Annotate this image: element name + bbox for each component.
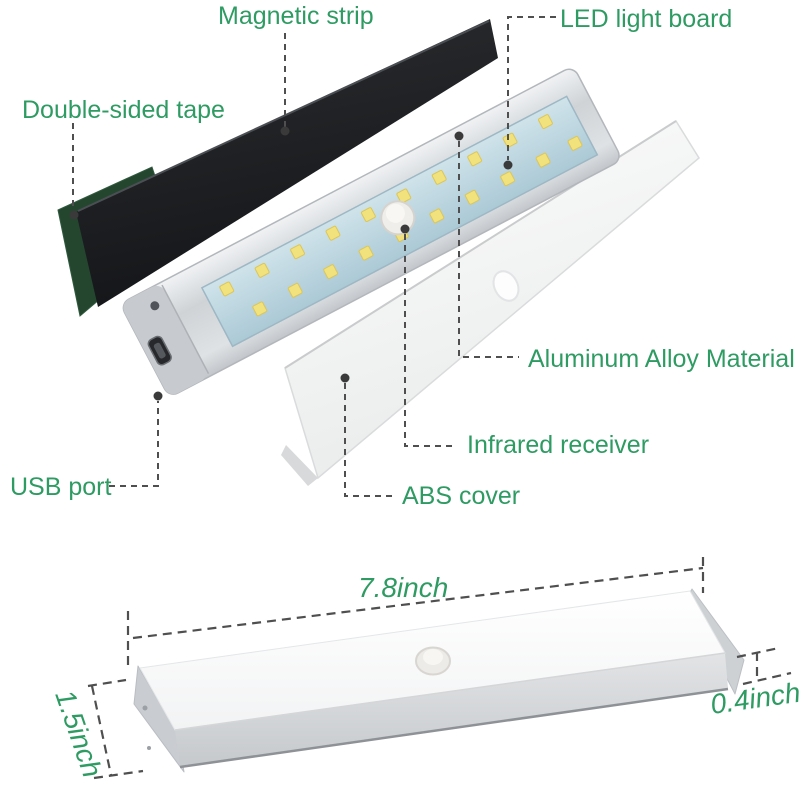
led-chip [464,189,480,205]
aluminum-alloy-anchor [454,131,464,141]
led-chip [219,281,235,297]
motion-sensor-exploded-top [385,203,405,223]
abs-cover-hole [492,270,520,302]
end-cap-hole [150,301,160,311]
assembled-front-face [175,653,728,766]
aluminum-alloy-label: Aluminum Alloy Material [528,345,795,373]
usb-port-label: USB port [10,473,111,501]
usb-port-callout [109,401,159,487]
width-dimension-line [90,685,113,776]
led-chip [467,151,483,167]
infrared-receiver-label: Infrared receiver [467,431,649,459]
width-tick-top [87,678,127,688]
led-chip [287,282,303,298]
abs-cover-label: ABS cover [402,482,520,510]
motion-sensor-assembled-top [423,649,443,665]
end-cap-shape [123,285,207,395]
assembled-cap-hole-2 [147,746,151,750]
assembled-front-top-edge [174,652,726,731]
led-chip [252,301,268,317]
usb-port-slot [153,342,166,359]
led-chip [396,188,412,204]
usb-port-anchor [153,391,163,401]
led-light-board-label: LED light board [560,5,732,33]
magnetic-strip-label: Magnetic strip [218,2,374,30]
led-chip [290,244,305,260]
led-chip [500,171,516,187]
led-chip [325,225,341,241]
led-chip [323,264,339,280]
led-chip [538,114,553,129]
thickness-tick-bottom [742,671,792,686]
double-sided-tape-anchor [69,210,79,220]
width-tick-bottom [93,769,144,780]
assembled-cap-hole-1 [142,705,148,711]
led-chip [254,262,270,278]
infrared-receiver-anchor [400,224,410,234]
led-chip [535,152,551,168]
led-light-board-anchor [503,160,513,170]
aluminum-alloy-callout [458,141,519,358]
abs-cover-anchor [340,373,350,383]
callout-lines [69,16,556,497]
double-sided-tape-label: Double-sided tape [22,96,225,124]
abs-cover-callout [344,383,392,497]
led-chip [567,135,583,151]
length-dimension-line [132,566,704,640]
assembled-view [133,588,745,773]
led-light-board-callout [507,16,556,160]
exploded-view [57,19,700,486]
magnetic-strip-edge-highlight [77,20,490,212]
assembled-bottom-seam [179,687,729,769]
led-chip [431,169,447,185]
end-cap-seam [161,284,210,374]
magnetic-strip-anchor [280,126,290,136]
led-bar-exploded [122,68,620,395]
abs-cover-lip [281,445,318,486]
length-dimension-label: 7.8inch [358,572,448,603]
infrared-receiver-callout [404,234,457,447]
dimension-lines [87,557,792,780]
magnetic-strip-shape [76,19,498,307]
width-dimension-label: 1.5inch [49,686,108,781]
led-chip [358,245,374,261]
led-chip [360,207,376,222]
led-chip [429,208,445,224]
